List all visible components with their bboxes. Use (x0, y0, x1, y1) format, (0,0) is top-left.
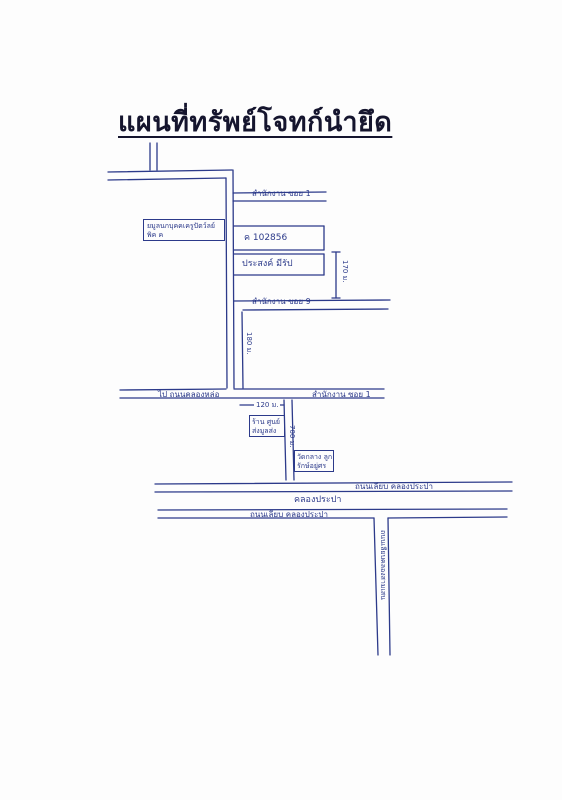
label-road-lower: ถนนเลียบ คลองประปา (250, 510, 328, 519)
road-line-upper-1 (154, 481, 513, 485)
owner-box: ยมูลนกบุคคเครูปัตว์ลย์ พิค ค (143, 219, 225, 241)
lane-line-left (241, 311, 244, 389)
label-store-box: ร้าน ศูนย์ ส่งมูลส่ง (252, 418, 281, 435)
road-line-top-1 (107, 169, 233, 173)
store-box: ร้าน ศูนย์ ส่งมูลส่ง (249, 415, 285, 437)
label-soi-top: สำนักงาน ซอย 1 (252, 189, 311, 198)
label-owner-box: ยมูลนกบุคคเครูปัตว์ลย์ พิค ค (147, 222, 215, 239)
label-canal: คลองประปา (294, 495, 342, 505)
label-temple-box: วัดกลาง ลูกรักษ์อยู่ศร (297, 453, 333, 470)
label-dim-vert-mid: 700 ม. (288, 425, 296, 448)
label-road-upper: ถนนเลียบ คลองประปา (355, 482, 433, 491)
label-road-main-left: ไป ถนนคลองหล่อ (158, 390, 220, 399)
road-line-lower-3 (387, 516, 508, 519)
road-line-soi-mid-2 (242, 308, 389, 311)
road-line-soi-mid-1 (233, 299, 391, 302)
road-line-vert-bottom-b (387, 517, 391, 656)
road-line-main-1 (119, 388, 227, 391)
temple-box: วัดกลาง ลูกรักษ์อยู่ศร (294, 450, 334, 472)
road-line-vert-main-a (225, 177, 228, 389)
label-owner-name: ประสงค์ มีรัป (242, 259, 293, 269)
label-dim-120: 120 ม. (254, 401, 281, 410)
label-soi-mid: สำนักงาน ซอย 9 (252, 297, 311, 306)
road-line-vert-canal-a (283, 399, 287, 481)
label-plot-number: ค 102856 (244, 233, 288, 243)
label-dim-right: 170 ม. (341, 260, 349, 283)
road-line-soi-top-1 (232, 191, 327, 194)
road-line-top-2 (107, 177, 227, 181)
road-line-vert-main-b (232, 169, 235, 389)
label-road-vertical: ถนนเลียบคลองสามเสน (379, 530, 387, 600)
road-line-vert-canal-b (291, 399, 295, 481)
road-line-upper-2 (154, 490, 513, 493)
road-line-vert-bottom-a (373, 517, 379, 656)
label-road-main-right: สำนักงาน ซอย 1 (312, 390, 371, 399)
map-title: แผนที่ทรัพย์โจทก์นำยึด (118, 107, 393, 138)
road-line-lower-1 (157, 508, 508, 511)
label-dim-left: 180 ม. (245, 332, 253, 355)
